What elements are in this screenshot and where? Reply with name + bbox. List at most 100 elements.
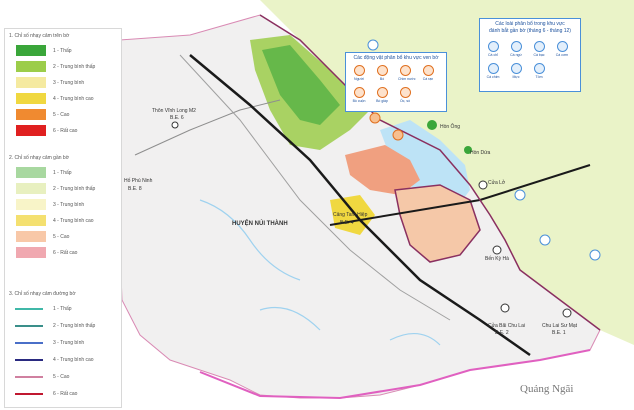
- icon-circle: [376, 65, 388, 76]
- crab-icon[interactable]: Bò giáp: [375, 87, 389, 103]
- tuna-icon[interactable]: Cá ngừ: [509, 41, 523, 57]
- marker-orange-2[interactable]: [369, 112, 381, 124]
- squid-icon[interactable]: Mực: [509, 63, 523, 79]
- port-code: B.E. 4: [340, 220, 354, 226]
- infobox-seasonal-subtitle: đánh bắt gần bờ (tháng 6 - tháng 12): [489, 28, 571, 34]
- legend-swatch: [16, 109, 46, 120]
- legend-swatch: [16, 45, 46, 56]
- legend-label: 4 - Trung bình cao: [53, 357, 94, 363]
- legend-item: 6 - Rất cao: [11, 125, 115, 136]
- icon-circle: [487, 63, 499, 74]
- marker-site-d[interactable]: [562, 308, 572, 318]
- icon-circle: [533, 63, 545, 74]
- human-icon[interactable]: Người: [352, 65, 366, 81]
- legend-item: 2 - Trung bình thấp: [11, 320, 115, 331]
- district-label: HUYỆN NÚI THÀNH: [232, 221, 288, 227]
- sea-snail-icon[interactable]: Bò cuộn: [352, 87, 366, 103]
- river-1: [199, 199, 301, 281]
- legend-label: 2 - Trung bình thấp: [53, 323, 96, 329]
- legend-label: 1 - Thấp: [53, 170, 72, 176]
- legend-swatch: [16, 215, 46, 226]
- pomfret-icon[interactable]: Cá chim: [486, 63, 500, 79]
- hamlet-1-code: B.E. 8: [128, 186, 142, 192]
- legend-item: 5 - Cao: [11, 109, 115, 120]
- anchovy-icon[interactable]: Cá cơm: [555, 41, 569, 57]
- lighthouse-1-code: B.E. 6: [170, 115, 184, 121]
- icon-circle: [399, 65, 411, 76]
- legend-swatch: [15, 393, 43, 395]
- icon-label: Cá rạn: [422, 77, 434, 81]
- icon-label: Cá bạc: [533, 53, 545, 57]
- infobox-coastal-animals-title: Các động vật phân bổ khu vực ven bờ: [353, 55, 439, 61]
- legend-swatch: [15, 359, 43, 361]
- island-2-label: Hòn Dứa: [470, 150, 491, 156]
- marker-site-a[interactable]: [478, 180, 488, 190]
- marker-blue-1[interactable]: [539, 234, 551, 246]
- icon-circle: [353, 65, 365, 76]
- legend-item: 3 - Trung bình: [11, 337, 115, 348]
- legend-item: 3 - Trung bình: [11, 77, 115, 88]
- island-hon-dua: [464, 146, 472, 154]
- legend-section-title: 3. Chỉ số nhạy cảm đường bờ: [9, 291, 76, 297]
- marker-site-b[interactable]: [492, 245, 502, 255]
- road-1: [134, 99, 281, 156]
- road-2: [179, 54, 451, 321]
- legend-section-title: 2. Chỉ số nhạy cảm gần bờ: [9, 155, 69, 161]
- shrimp-icon[interactable]: Tôm: [532, 63, 546, 79]
- legend-swatch: [15, 325, 43, 327]
- legend-item: 6 - Rất cao: [11, 247, 115, 258]
- legend-swatch: [16, 231, 46, 242]
- icon-label: Bò: [379, 77, 385, 81]
- legend-swatch: [16, 199, 46, 210]
- port-label: Cảng Tam Hiệp: [333, 212, 368, 218]
- shoreline: [259, 14, 601, 331]
- fish-icon[interactable]: Cá chỉ: [486, 41, 500, 57]
- map-legend: 1. Chỉ số nhạy cảm trên bờ 1 - Thấp 2 - Tr…: [4, 28, 122, 408]
- legend-label: 5 - Cao: [53, 374, 70, 380]
- site-a-label: Cửa Lở: [488, 180, 506, 186]
- legend-section-title: 1. Chỉ số nhạy cảm trên bờ: [9, 33, 70, 39]
- reef-fish-icon[interactable]: Cá rạn: [421, 65, 435, 81]
- river-2: [259, 306, 321, 331]
- marker-blue-2[interactable]: [589, 249, 601, 261]
- waterbird-icon[interactable]: Chim nước: [398, 65, 415, 81]
- icon-circle: [510, 41, 522, 52]
- lighthouse-1-label: Thôn Vĩnh Long M2: [152, 108, 196, 114]
- site-c-label: Cửa Bãi Chu Lai: [488, 323, 525, 329]
- silver-fish-icon[interactable]: Cá bạc: [532, 41, 546, 57]
- province-border: [199, 349, 591, 400]
- sensitive-zone-1: [345, 145, 420, 195]
- site-b-label: Bến Kỳ Hà: [485, 256, 509, 262]
- island-1-label: Hòn Ông: [440, 124, 461, 130]
- legend-item: 4 - Trung bình cao: [11, 93, 115, 104]
- cow-icon[interactable]: Bò: [375, 65, 389, 81]
- island-hon-ong: [427, 120, 437, 130]
- legend-label: 3 - Trung bình: [53, 202, 85, 208]
- legend-label: 6 - Rất cao: [53, 250, 78, 256]
- legend-swatch: [15, 308, 43, 310]
- legend-item: 2 - Trung bình thấp: [11, 183, 115, 194]
- legend-label: 3 - Trung bình: [53, 340, 85, 346]
- legend-swatch: [16, 61, 46, 72]
- marker-lighthouse-1[interactable]: [171, 121, 179, 129]
- icon-circle: [510, 63, 522, 74]
- marker-site-c[interactable]: [500, 303, 510, 313]
- marker-orange-1[interactable]: [392, 129, 404, 141]
- shell-icon[interactable]: Ốc, sò: [398, 87, 412, 103]
- legend-label: 3 - Trung bình: [53, 80, 85, 86]
- legend-swatch: [15, 342, 43, 344]
- icon-label: Người: [354, 77, 364, 81]
- marker-blue-3[interactable]: [514, 189, 526, 201]
- estuary: [380, 120, 470, 210]
- infobox-seasonal-species: Các loài phân bổ trong khu vực đánh bắt …: [479, 18, 581, 92]
- icon-circle: [533, 41, 545, 52]
- coastal-zone-dark: [262, 45, 340, 125]
- site-d-code: B.E. 1: [552, 330, 566, 336]
- site-c-code: B.E. 2: [495, 330, 509, 336]
- icon-circle: [422, 65, 434, 76]
- marker-blue-4[interactable]: [367, 39, 379, 51]
- legend-label: 2 - Trung bình thấp: [53, 64, 96, 70]
- legend-label: 4 - Trung bình cao: [53, 96, 94, 102]
- legend-label: 5 - Cao: [53, 112, 70, 118]
- icon-circle: [353, 87, 365, 98]
